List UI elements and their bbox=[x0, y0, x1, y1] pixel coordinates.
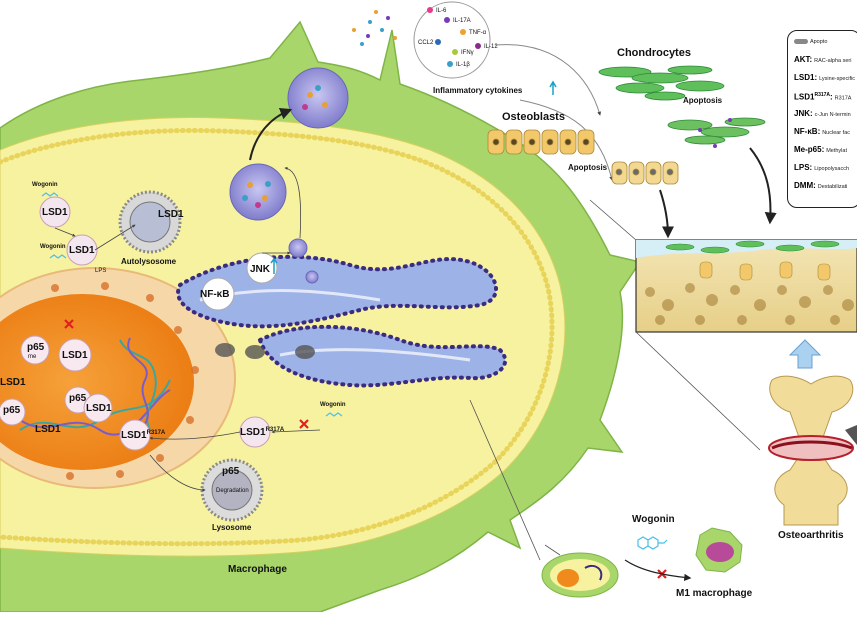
cytokines-up-arrow bbox=[549, 80, 557, 95]
svg-text:LSD1: LSD1 bbox=[42, 207, 68, 218]
wogonin-labels: Wogonin Wogonin Wogonin bbox=[32, 182, 346, 417]
lsd1-bubble-edge: LSD1 bbox=[0, 377, 26, 388]
autolysosome-label: Autolysosome bbox=[121, 257, 177, 266]
secretory-vesicles bbox=[229, 67, 349, 284]
svg-text:Wogonin: Wogonin bbox=[320, 402, 346, 408]
up-arrow bbox=[788, 339, 822, 369]
p65-lysosome-bubble: p65 bbox=[222, 466, 240, 477]
cytokine-arrows bbox=[494, 44, 614, 181]
svg-text:IL-1β: IL-1β bbox=[456, 62, 470, 68]
secretion-arrow bbox=[249, 107, 293, 161]
svg-text:Wogonin: Wogonin bbox=[40, 244, 66, 250]
p65-bubble-3: p65 bbox=[0, 398, 26, 426]
svg-text:Wogonin: Wogonin bbox=[32, 182, 58, 188]
svg-text:TNF-α: TNF-α bbox=[469, 30, 487, 36]
svg-text:LSD1: LSD1 bbox=[0, 377, 26, 388]
svg-text:NF-κB: NF-κB bbox=[200, 289, 229, 300]
abbreviation-legend: Apopto AKT: RAC-alpha seri LSD1: Lysine-… bbox=[787, 30, 857, 208]
pathway-arrows bbox=[54, 166, 321, 492]
inflammatory-cytokines-label: Inflammatory cytokines bbox=[433, 86, 523, 95]
osteoarthritis-label: Osteoarthritis bbox=[778, 530, 844, 541]
svg-text:LSD1R317A: LSD1R317A bbox=[240, 427, 285, 438]
svg-text:LSD1: LSD1 bbox=[35, 424, 61, 435]
wogonin-molecule-icon bbox=[637, 536, 668, 550]
apoptosis-label-2: Apoptosis bbox=[568, 163, 608, 172]
small-macrophage bbox=[541, 552, 619, 598]
to-joint-arrows bbox=[659, 147, 777, 239]
legend-apoptosis-text: Apopto bbox=[809, 39, 828, 45]
lsd1-bubble-nucleus-2: LSD1 bbox=[83, 393, 113, 423]
cell-zoom-lines bbox=[469, 399, 561, 561]
legend-item-jnk: JNK: c-Jun N-termin bbox=[794, 109, 851, 118]
cytokine-cluster: IL-6 IL-17A TNF-α CCL2 IFNγ IL-12 IL-1β bbox=[352, 1, 498, 79]
osteoblast-cells bbox=[487, 129, 595, 155]
legend-item-akt: AKT: RAC-alpha seri bbox=[794, 55, 852, 64]
apoptosis-label-1: Apoptosis bbox=[683, 96, 723, 105]
svg-text:LSD1: LSD1 bbox=[86, 403, 112, 414]
svg-text:p65: p65 bbox=[3, 405, 21, 416]
svg-text:LSD1: LSD1 bbox=[62, 350, 88, 361]
svg-text:CCL2: CCL2 bbox=[418, 40, 434, 46]
m1-macrophage-cell bbox=[695, 527, 743, 573]
legend-item-nfkb: NF-κB: Nuclear fac bbox=[794, 127, 851, 136]
lsd1-bubble-1: LSD1 bbox=[39, 196, 71, 228]
svg-text:IL-12: IL-12 bbox=[484, 44, 498, 50]
lsd1-bubble-2: LSD1 bbox=[66, 234, 98, 266]
lps-label: LPS bbox=[95, 268, 106, 274]
lsd1-mutant-bubble-2: LSD1R317A bbox=[239, 416, 285, 448]
osteoblasts-label: Osteoblasts bbox=[502, 111, 565, 123]
lsd1-bubble-autolysosome: LSD1 bbox=[158, 209, 184, 220]
knee-joint bbox=[768, 375, 857, 526]
cartilage-bone-panel bbox=[635, 239, 857, 333]
chondrocyte-cells bbox=[598, 65, 725, 101]
svg-text:p65: p65 bbox=[27, 342, 45, 353]
svg-text:IL-6: IL-6 bbox=[436, 8, 447, 14]
apoptotic-osteoblasts bbox=[611, 161, 679, 185]
wogonin-label-m1: Wogonin bbox=[632, 514, 675, 525]
legend-item-dmm: DMM: Destabilizati bbox=[794, 181, 848, 190]
lsd1-bubble-nucleus-1: LSD1 bbox=[58, 338, 92, 372]
jnk-bubble: JNK bbox=[246, 252, 278, 284]
lsd1-mutant-bubble-1: LSD1R317A bbox=[119, 419, 166, 451]
m1-arrow bbox=[624, 559, 692, 582]
svg-text:me: me bbox=[28, 354, 37, 360]
svg-text:LSD1: LSD1 bbox=[69, 245, 95, 256]
legend-apoptosis-symbol bbox=[794, 38, 808, 44]
legend-apoptosis-row: Apopto bbox=[794, 37, 827, 47]
nfkb-bubble: NF-κB bbox=[200, 277, 235, 311]
p65-bubble-1: p65 me bbox=[20, 335, 50, 365]
lysosome: Lysosome Degradation bbox=[200, 458, 264, 532]
autolysosome: Autolysosome bbox=[118, 190, 182, 266]
apoptotic-chondrocytes bbox=[667, 117, 766, 145]
svg-text:IL-17A: IL-17A bbox=[453, 18, 471, 24]
svg-text:JNK: JNK bbox=[250, 264, 271, 275]
legend-item-lsd1-mutant: LSD1R317A: R317A bbox=[794, 92, 852, 102]
degradation-label: Degradation bbox=[216, 488, 249, 494]
legend-item-lsd1: LSD1: Lysine-specific bbox=[794, 73, 855, 82]
macrophage-label: Macrophage bbox=[228, 564, 287, 575]
svg-text:p65: p65 bbox=[222, 466, 240, 477]
lsd1-bubble-nucleus-3: LSD1 bbox=[35, 424, 61, 435]
legend-item-me-p65: Me-p65: Methylat bbox=[794, 145, 847, 154]
lysosome-label: Lysosome bbox=[212, 523, 252, 532]
svg-text:LSD1R317A: LSD1R317A bbox=[121, 430, 166, 441]
svg-text:p65: p65 bbox=[69, 393, 87, 404]
svg-text:LSD1: LSD1 bbox=[158, 209, 184, 220]
svg-text:IFNγ: IFNγ bbox=[461, 50, 474, 56]
chondrocytes-label: Chondrocytes bbox=[617, 47, 691, 59]
zoom-lines bbox=[589, 199, 761, 451]
legend-item-lps: LPS: Lipopolysacch bbox=[794, 163, 850, 172]
m1-macrophage-label: M1 macrophage bbox=[676, 588, 753, 599]
